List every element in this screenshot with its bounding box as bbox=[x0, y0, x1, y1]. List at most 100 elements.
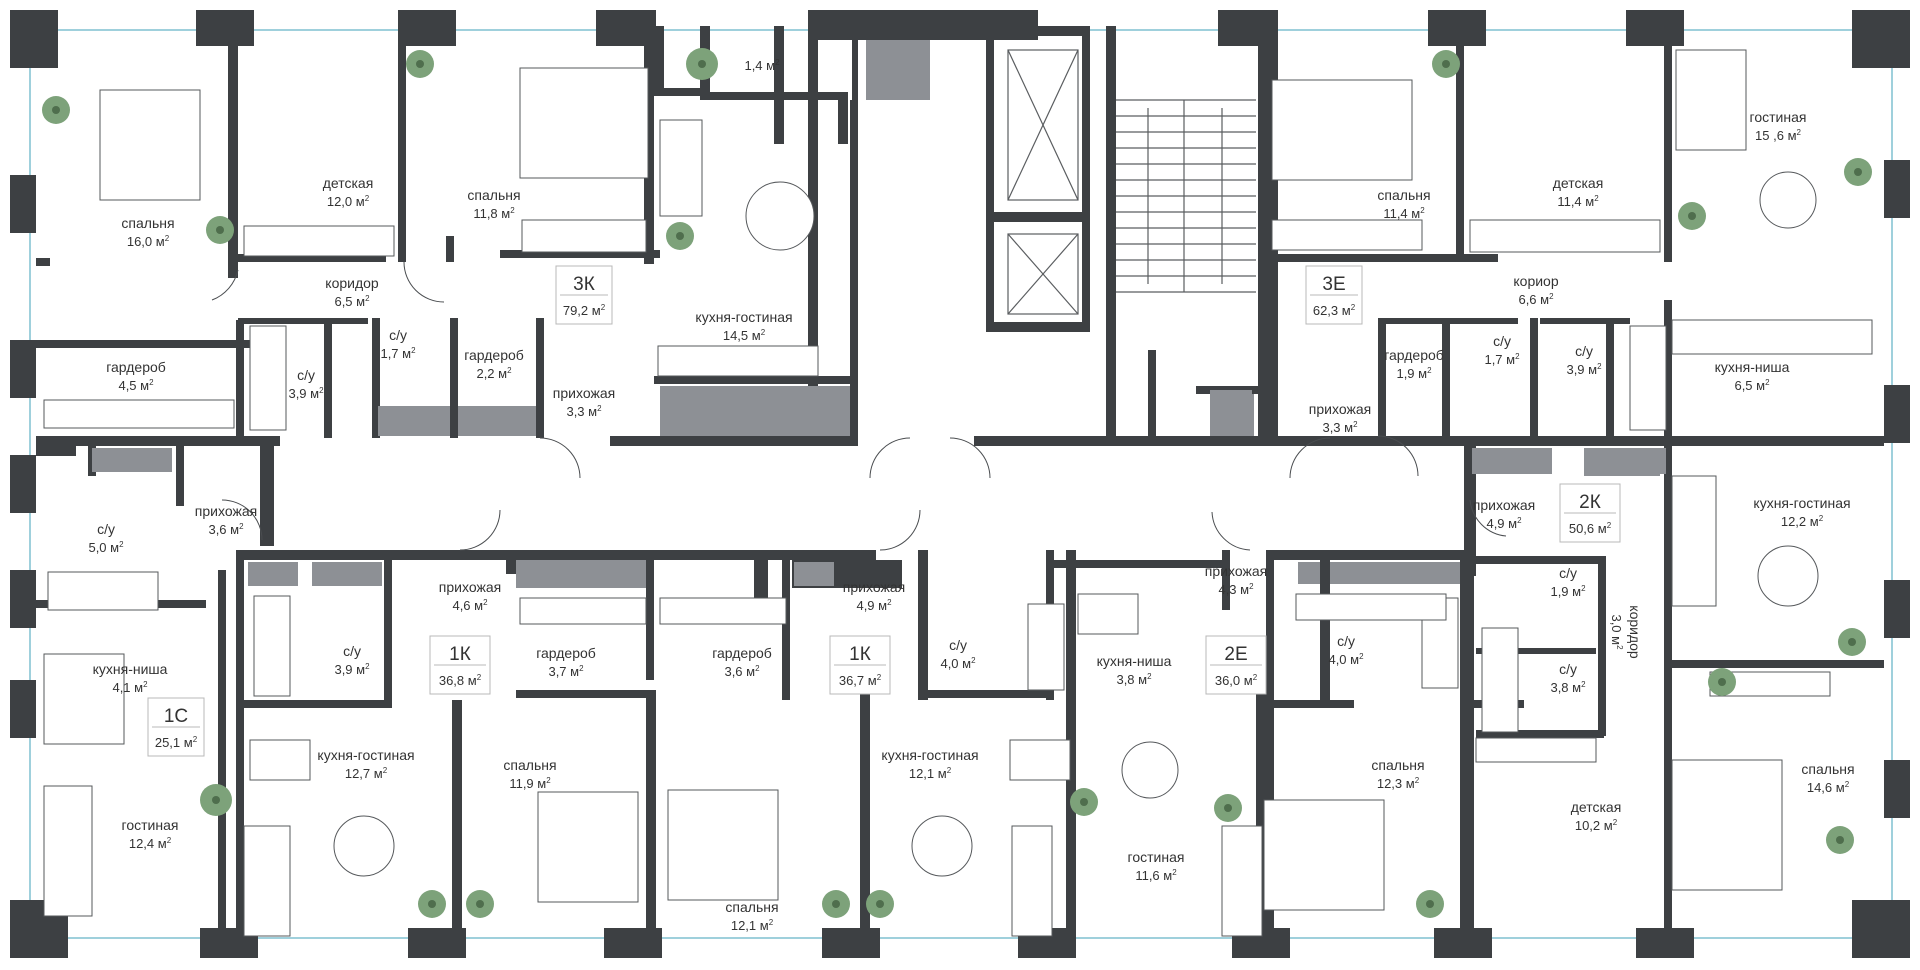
room-label: с/у 1,9 м2 bbox=[1550, 565, 1586, 599]
room-label: 1,4 м2 bbox=[744, 58, 780, 73]
room-name: с/у bbox=[343, 643, 361, 659]
room-name: гардероб bbox=[712, 645, 772, 661]
unit-label: 1К bbox=[849, 644, 871, 665]
room-name: с/у bbox=[389, 327, 407, 343]
room-name: гостиная bbox=[1128, 849, 1185, 865]
unit-area: 36,0 м2 bbox=[1215, 673, 1258, 688]
room-area: 3,3 м2 bbox=[566, 404, 602, 419]
room-area: 16,0 м2 bbox=[127, 234, 170, 249]
unit-badge-2k: 2К 50,6 м2 bbox=[1559, 483, 1621, 543]
perimeter-piers bbox=[10, 10, 1910, 958]
room-label: спальня 16,0 м2 bbox=[121, 215, 174, 249]
doors bbox=[211, 261, 1507, 551]
unit-area: 62,3 м2 bbox=[1313, 303, 1356, 318]
room-area: 14,5 м2 bbox=[723, 328, 766, 343]
unit-label: 2К bbox=[1579, 492, 1601, 513]
room-name: кухня-ниша bbox=[1715, 359, 1790, 375]
room-area: 11,4 м2 bbox=[1557, 194, 1599, 209]
room-area: 6,6 м2 bbox=[1518, 292, 1554, 307]
room-area: 3,3 м2 bbox=[1322, 420, 1358, 435]
room-label: гардероб 3,7 м2 bbox=[536, 645, 596, 679]
furniture bbox=[43, 49, 1873, 937]
room-name: с/у bbox=[97, 521, 115, 537]
room-name: с/у bbox=[1559, 565, 1577, 581]
unit-area: 50,6 м2 bbox=[1569, 521, 1612, 536]
room-area: 3,9 м2 bbox=[334, 662, 370, 677]
room-area: 3,8 м2 bbox=[1550, 680, 1586, 695]
room-area: 4,6 м2 bbox=[452, 598, 488, 613]
unit-label: 2Е bbox=[1224, 644, 1247, 665]
room-label: прихожая 4,9 м2 bbox=[1473, 497, 1535, 531]
plants bbox=[42, 48, 1872, 918]
room-label: с/у 1,7 м2 bbox=[1484, 333, 1520, 367]
room-area: 3,9 м2 bbox=[1566, 362, 1602, 377]
room-area: 4,0 м2 bbox=[940, 656, 976, 671]
room-name: с/у bbox=[1493, 333, 1511, 349]
room-label: кухня-ниша 6,5 м2 bbox=[1715, 359, 1790, 393]
unit-label: 1С bbox=[164, 706, 188, 727]
unit-area: 36,7 м2 bbox=[839, 673, 882, 688]
room-name: с/у bbox=[1337, 633, 1355, 649]
room-name: кориор bbox=[1513, 273, 1558, 289]
unit-label: 3К bbox=[573, 274, 595, 295]
room-area: 2,2 м2 bbox=[476, 366, 512, 381]
room-label: кухня-ниша 3,8 м2 bbox=[1097, 653, 1172, 687]
room-area: 1,7 м2 bbox=[1484, 352, 1520, 367]
unit-label: 3Е bbox=[1322, 274, 1345, 295]
room-label: прихожая 3,3 м2 bbox=[553, 385, 615, 419]
room-label: с/у 1,7 м2 bbox=[380, 327, 416, 361]
unit-badges: 3К 79,2 м2 3Е 62,3 м2 2К 50,6 м2 1С 25,1… bbox=[147, 265, 1621, 757]
room-label-rotated: коридор 3,0 м2 bbox=[1609, 605, 1643, 659]
room-area: 10,2 м2 bbox=[1575, 818, 1618, 833]
room-name: спальня bbox=[121, 215, 174, 231]
room-name: детская bbox=[1571, 799, 1622, 815]
room-name: спальня bbox=[1377, 187, 1430, 203]
room-label: кухня-гостиная 12,7 м2 bbox=[317, 747, 414, 781]
room-label: с/у 4,0 м2 bbox=[940, 637, 976, 671]
room-name: кухня-гостиная bbox=[1753, 495, 1850, 511]
room-label: прихожая 4,3 м2 bbox=[1205, 563, 1267, 597]
unit-badge-2e: 2Е 36,0 м2 bbox=[1205, 635, 1267, 695]
room-label: прихожая 4,9 м2 bbox=[843, 579, 905, 613]
room-name: прихожая bbox=[843, 579, 905, 595]
room-area: 4,9 м2 bbox=[856, 598, 892, 613]
room-name: детская bbox=[323, 175, 374, 191]
room-label: с/у 3,9 м2 bbox=[334, 643, 370, 677]
room-label: с/у 4,0 м2 bbox=[1328, 633, 1364, 667]
unit-area: 25,1 м2 bbox=[155, 735, 198, 750]
room-area: 11,6 м2 bbox=[1135, 868, 1177, 883]
room-area: 3,7 м2 bbox=[548, 664, 584, 679]
room-name: коридор bbox=[325, 275, 379, 291]
room-area: 11,9 м2 bbox=[509, 776, 551, 791]
room-label: спальня 11,8 м2 bbox=[467, 187, 520, 221]
room-area: 3,9 м2 bbox=[288, 386, 324, 401]
room-label: детская 11,4 м2 bbox=[1553, 175, 1604, 209]
room-name: с/у bbox=[1575, 343, 1593, 359]
room-area: 14,6 м2 bbox=[1807, 780, 1850, 795]
room-name: коридор bbox=[1627, 605, 1643, 659]
room-label: спальня 12,1 м2 bbox=[725, 899, 778, 933]
room-area: 4,0 м2 bbox=[1328, 652, 1364, 667]
room-name: гостиная bbox=[122, 817, 179, 833]
room-name: спальня bbox=[725, 899, 778, 915]
room-area: 4,5 м2 bbox=[118, 378, 154, 393]
unit-badge-1c: 1С 25,1 м2 bbox=[147, 697, 205, 757]
room-label: прихожая 3,6 м2 bbox=[195, 503, 257, 537]
room-label: кухня-гостиная 14,5 м2 bbox=[695, 309, 792, 343]
room-label: прихожая 4,6 м2 bbox=[439, 579, 501, 613]
room-label: с/у 5,0 м2 bbox=[88, 521, 124, 555]
room-area: 12,1 м2 bbox=[909, 766, 952, 781]
room-name: спальня bbox=[467, 187, 520, 203]
unit-badge-1k-right: 1К 36,7 м2 bbox=[829, 635, 891, 695]
unit-area: 79,2 м2 bbox=[563, 303, 606, 318]
room-name: детская bbox=[1553, 175, 1604, 191]
room-label: с/у 3,8 м2 bbox=[1550, 661, 1586, 695]
room-area: 4,9 м2 bbox=[1486, 516, 1522, 531]
room-name: кухня-ниша bbox=[93, 661, 168, 677]
room-label: гардероб 2,2 м2 bbox=[464, 347, 524, 381]
room-area: 4,3 м2 bbox=[1218, 582, 1254, 597]
room-area: 15 ,6 м2 bbox=[1755, 128, 1801, 143]
room-name: с/у bbox=[1559, 661, 1577, 677]
room-area: 11,8 м2 bbox=[473, 206, 515, 221]
